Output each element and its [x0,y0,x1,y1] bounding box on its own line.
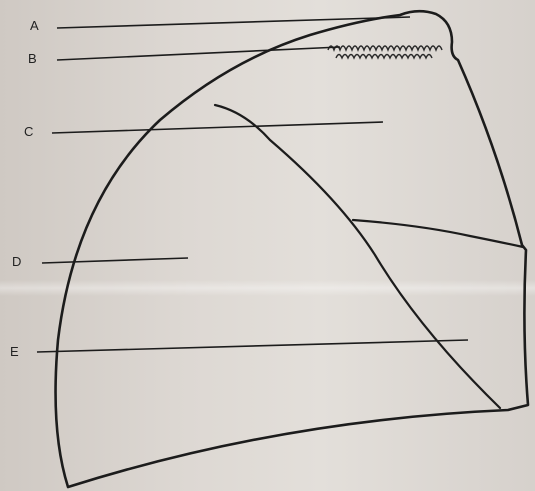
leader-line-c [52,122,383,133]
label-d: D [12,254,21,269]
label-e: E [10,344,19,359]
label-b: B [28,51,37,66]
leader-line-d [42,258,188,263]
apical-groove-hatching [328,46,442,50]
horizontal-fissure [353,220,523,247]
leader-line-e [37,340,468,352]
label-a: A [30,18,39,33]
apical-groove-hatching-lower [336,55,432,59]
lung-outline [56,11,528,487]
leader-line-b [57,47,340,60]
oblique-fissure [215,105,500,408]
label-c: C [24,124,33,139]
